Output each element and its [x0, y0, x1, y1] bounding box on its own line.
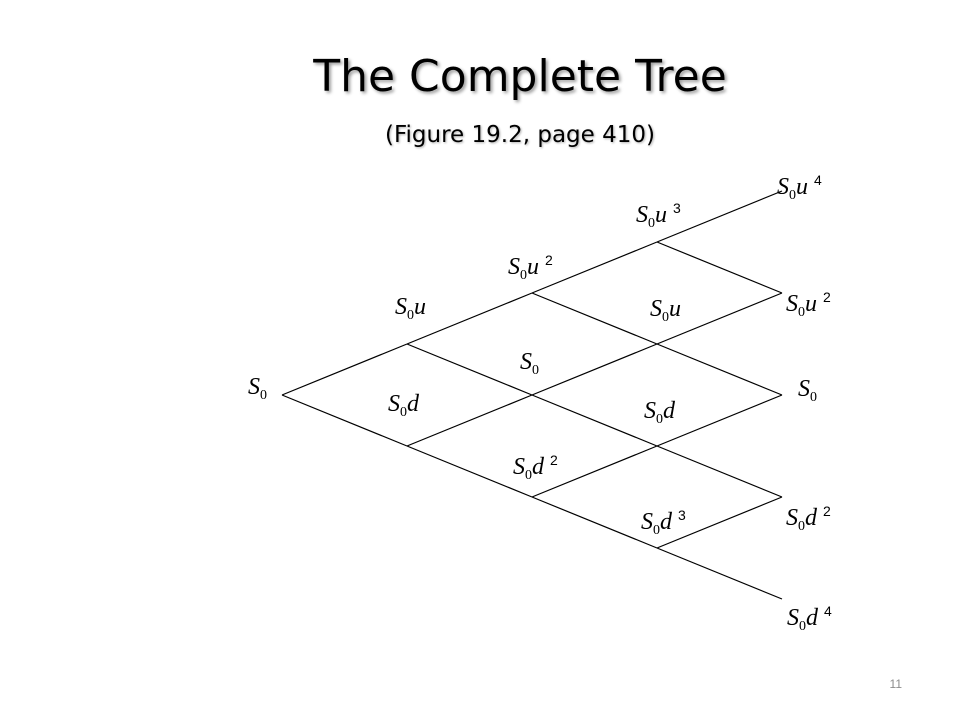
node-base: S	[777, 174, 789, 200]
tree-node-t3-upmid: S0u	[650, 295, 681, 332]
node-exponent: 2	[823, 503, 831, 519]
page-number: 11	[889, 677, 902, 691]
node-subscript: 0	[662, 310, 669, 325]
node-subscript: 0	[648, 216, 655, 231]
node-base: S	[641, 509, 653, 535]
tree-branch-down-9	[531, 394, 658, 447]
node-factor: u	[796, 174, 808, 200]
node-subscript: 0	[789, 188, 796, 203]
node-exponent: 4	[814, 172, 822, 188]
node-exponent: 4	[824, 603, 832, 619]
node-subscript: 0	[798, 305, 805, 320]
tree-branch-up-2	[406, 394, 533, 447]
node-base: S	[388, 391, 400, 417]
node-factor: d	[532, 454, 544, 480]
tree-branch-down-15	[656, 445, 783, 498]
node-factor: u	[414, 294, 426, 320]
node-base: S	[787, 605, 799, 631]
node-base: S	[650, 296, 662, 322]
tree-branch-down-5	[406, 343, 533, 396]
node-subscript: 0	[532, 363, 539, 378]
node-subscript: 0	[798, 519, 805, 534]
node-exponent: 3	[673, 200, 681, 216]
node-subscript: 0	[799, 619, 806, 634]
tree-branch-up-10	[531, 241, 658, 294]
tree-branch-up-0	[281, 343, 408, 396]
node-base: S	[395, 294, 407, 320]
tree-node-t3-downmid: S0d	[644, 397, 675, 434]
tree-branch-down-1	[281, 394, 408, 447]
node-base: S	[644, 398, 656, 424]
node-base: S	[508, 254, 520, 280]
tree-node-s0: S0	[248, 373, 267, 410]
tree-node-t4-mid: S0	[798, 375, 817, 412]
tree-branch-down-17	[656, 343, 783, 396]
tree-node-t2-mid: S0	[520, 348, 539, 385]
node-factor: d	[407, 391, 419, 417]
node-factor: u	[655, 202, 667, 228]
node-subscript: 0	[400, 405, 407, 420]
tree-branch-up-8	[531, 343, 658, 396]
node-factor: d	[660, 509, 672, 535]
node-base: S	[786, 291, 798, 317]
node-exponent: 3	[678, 507, 686, 523]
tree-branch-up-4	[406, 292, 533, 345]
slide-subtitle: (Figure 19.2, page 410)	[385, 122, 655, 148]
tree-branch-up-12	[656, 496, 783, 549]
tree-branch-up-18	[656, 190, 783, 243]
node-subscript: 0	[810, 390, 817, 405]
tree-branch-down-7	[531, 496, 658, 549]
node-base: S	[636, 202, 648, 228]
tree-node-t1-up: S0u	[395, 293, 426, 330]
node-base: S	[248, 374, 260, 400]
tree-branch-down-3	[406, 445, 533, 498]
node-subscript: 0	[525, 468, 532, 483]
node-base: S	[513, 454, 525, 480]
node-subscript: 0	[653, 523, 660, 538]
tree-branch-up-14	[656, 394, 783, 447]
node-factor: d	[805, 505, 817, 531]
node-exponent: 2	[545, 252, 553, 268]
node-subscript: 0	[407, 308, 414, 323]
node-subscript: 0	[656, 412, 663, 427]
node-base: S	[786, 505, 798, 531]
node-subscript: 0	[520, 268, 527, 283]
node-exponent: 2	[550, 452, 558, 468]
node-factor: d	[663, 398, 675, 424]
node-base: S	[520, 349, 532, 375]
tree-branch-up-16	[656, 292, 783, 345]
node-factor: u	[527, 254, 539, 280]
tree-node-t1-down: S0d	[388, 390, 419, 427]
node-factor: u	[805, 291, 817, 317]
node-factor: d	[806, 605, 818, 631]
node-base: S	[798, 376, 810, 402]
slide-title: The Complete Tree	[313, 51, 727, 102]
tree-branch-down-11	[531, 292, 658, 345]
tree-branch-down-19	[656, 241, 783, 294]
node-factor: u	[669, 296, 681, 322]
node-subscript: 0	[260, 388, 267, 403]
tree-branch-down-13	[656, 547, 783, 600]
tree-branch-up-6	[531, 445, 658, 498]
node-exponent: 2	[823, 289, 831, 305]
